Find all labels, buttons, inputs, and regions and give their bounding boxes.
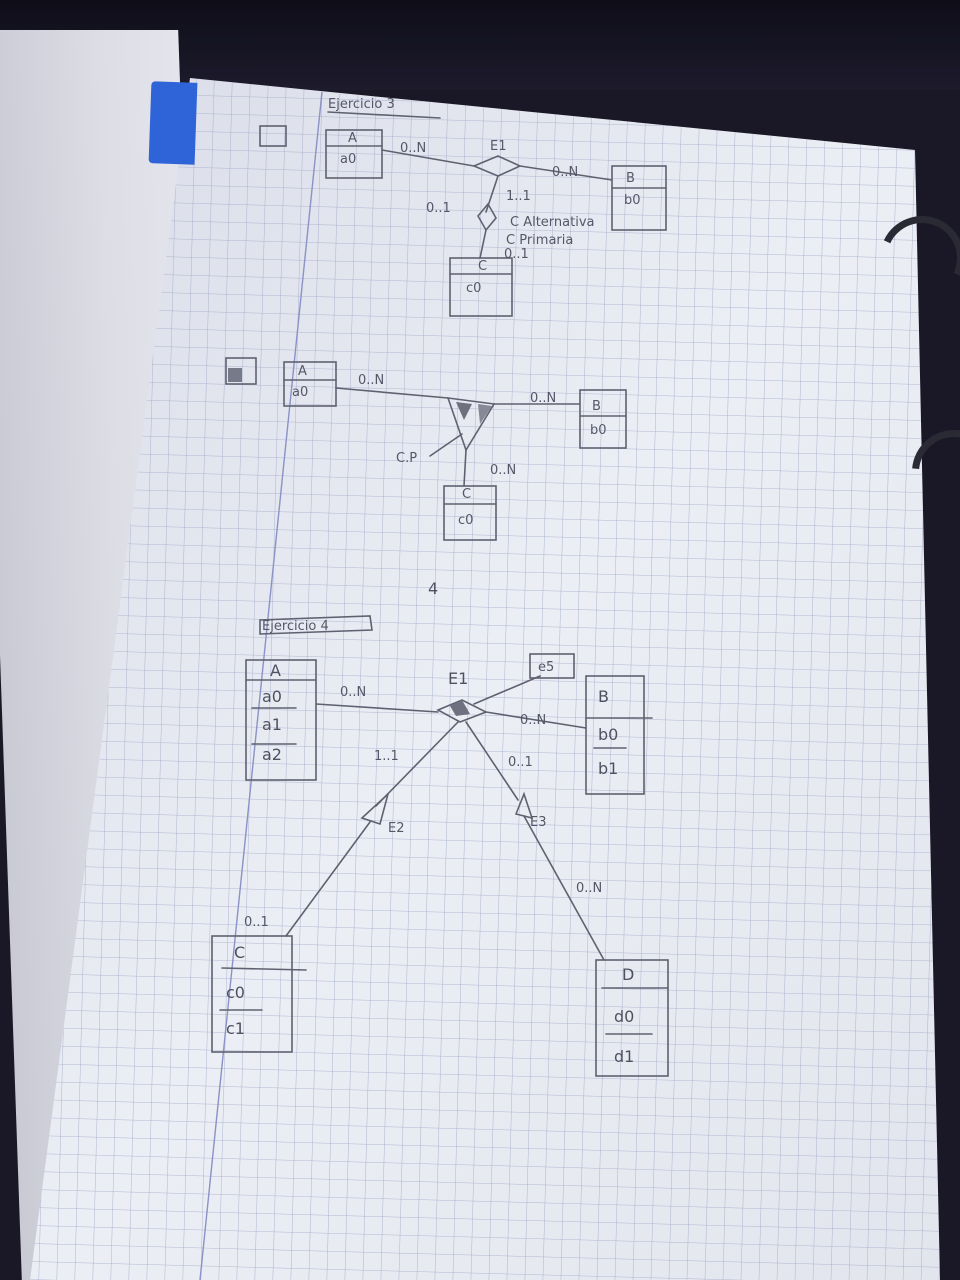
entity-c-name: C <box>462 487 471 502</box>
entity-c: C c0 <box>444 486 496 540</box>
relationship-e1-diamond <box>474 156 520 176</box>
card-upper: 1..1 <box>506 189 531 204</box>
card-e3: 0..1 <box>508 755 533 770</box>
relationship-e2-icon <box>362 794 388 824</box>
entity-c-attr-0: c0 <box>226 983 245 1002</box>
entity-a-name: A <box>298 364 307 379</box>
card-c: 0..1 <box>244 915 269 930</box>
relationship-e2-label: E2 <box>388 821 405 836</box>
diagram-1: Ejercicio 3 A a0 B b0 C c0 E1 0..N 0..N <box>260 97 666 316</box>
card-c: 0..N <box>490 463 516 478</box>
card-a: 0..N <box>340 685 366 700</box>
relationship-e3-label: E3 <box>530 815 547 830</box>
entity-a-attr-1: a1 <box>262 715 282 734</box>
entity-d-attr-0: d0 <box>614 1007 634 1026</box>
entity-b-name: B <box>626 171 635 186</box>
page-mark: 4 <box>428 579 438 598</box>
card-e2: 1..1 <box>374 749 399 764</box>
card-a: 0..N <box>358 373 384 388</box>
entity-a-name: A <box>348 131 357 146</box>
entity-c-name: C <box>234 943 245 962</box>
checkbox-icon <box>260 126 286 146</box>
note-alternativa: C Alternativa <box>510 215 595 230</box>
entity-a: A a0 a1 a2 <box>246 660 316 780</box>
entity-b-name: B <box>598 687 609 706</box>
entity-b: B b0 <box>580 390 626 448</box>
diagram1-title: Ejercicio 3 <box>328 97 395 112</box>
card-left: 0..1 <box>426 201 451 216</box>
entity-c-attr-1: c1 <box>226 1019 245 1038</box>
entity-a-attr-2: a2 <box>262 745 282 764</box>
entity-c-name: C <box>478 259 487 274</box>
entity-a-attr: a0 <box>340 152 356 167</box>
attribute-e5-label: e5 <box>538 660 554 675</box>
title-underline <box>328 112 440 118</box>
entity-b-attr: b0 <box>590 423 607 438</box>
entity-b-attr-0: b0 <box>598 725 618 744</box>
relationship-e1-label: E1 <box>448 669 468 688</box>
entity-c: C c0 <box>450 258 512 316</box>
entity-a: A a0 <box>326 130 382 178</box>
entity-d-attr-1: d1 <box>614 1047 634 1066</box>
attribute-e5: e5 <box>530 654 574 678</box>
entity-a-attr: a0 <box>292 385 308 400</box>
entity-b-name: B <box>592 399 601 414</box>
note-primaria: C Primaria <box>506 233 573 248</box>
entity-b: B b0 <box>612 166 666 230</box>
relationship-e1-label: E1 <box>490 139 507 154</box>
entity-a-name: A <box>270 661 281 680</box>
entity-d: D d0 d1 <box>596 960 668 1076</box>
diagram-3: Ejercicio 4 A a0 a1 a2 B b0 b1 e5 <box>212 616 668 1076</box>
card-ab-right: 0..N <box>552 165 578 180</box>
card-lower: 0..1 <box>504 247 529 262</box>
card-d: 0..N <box>576 881 602 896</box>
entity-d-name: D <box>622 965 634 984</box>
card-b: 0..N <box>520 713 546 728</box>
entity-b: B b0 b1 <box>586 676 652 794</box>
entity-c-attr: c0 <box>466 281 481 296</box>
diagram-2: A a0 B b0 C c0 0..N 0..N 0..N C.P <box>226 358 626 540</box>
label-cp: C.P <box>396 451 417 466</box>
entity-a-attr-0: a0 <box>262 687 282 706</box>
entity-b-attr: b0 <box>624 193 641 208</box>
card-ab-left: 0..N <box>400 141 426 156</box>
entity-c-attr: c0 <box>458 513 473 528</box>
entity-c: C c0 c1 <box>212 936 306 1052</box>
entity-b-attr-1: b1 <box>598 759 618 778</box>
card-b: 0..N <box>530 391 556 406</box>
entity-a: A a0 <box>284 362 336 406</box>
